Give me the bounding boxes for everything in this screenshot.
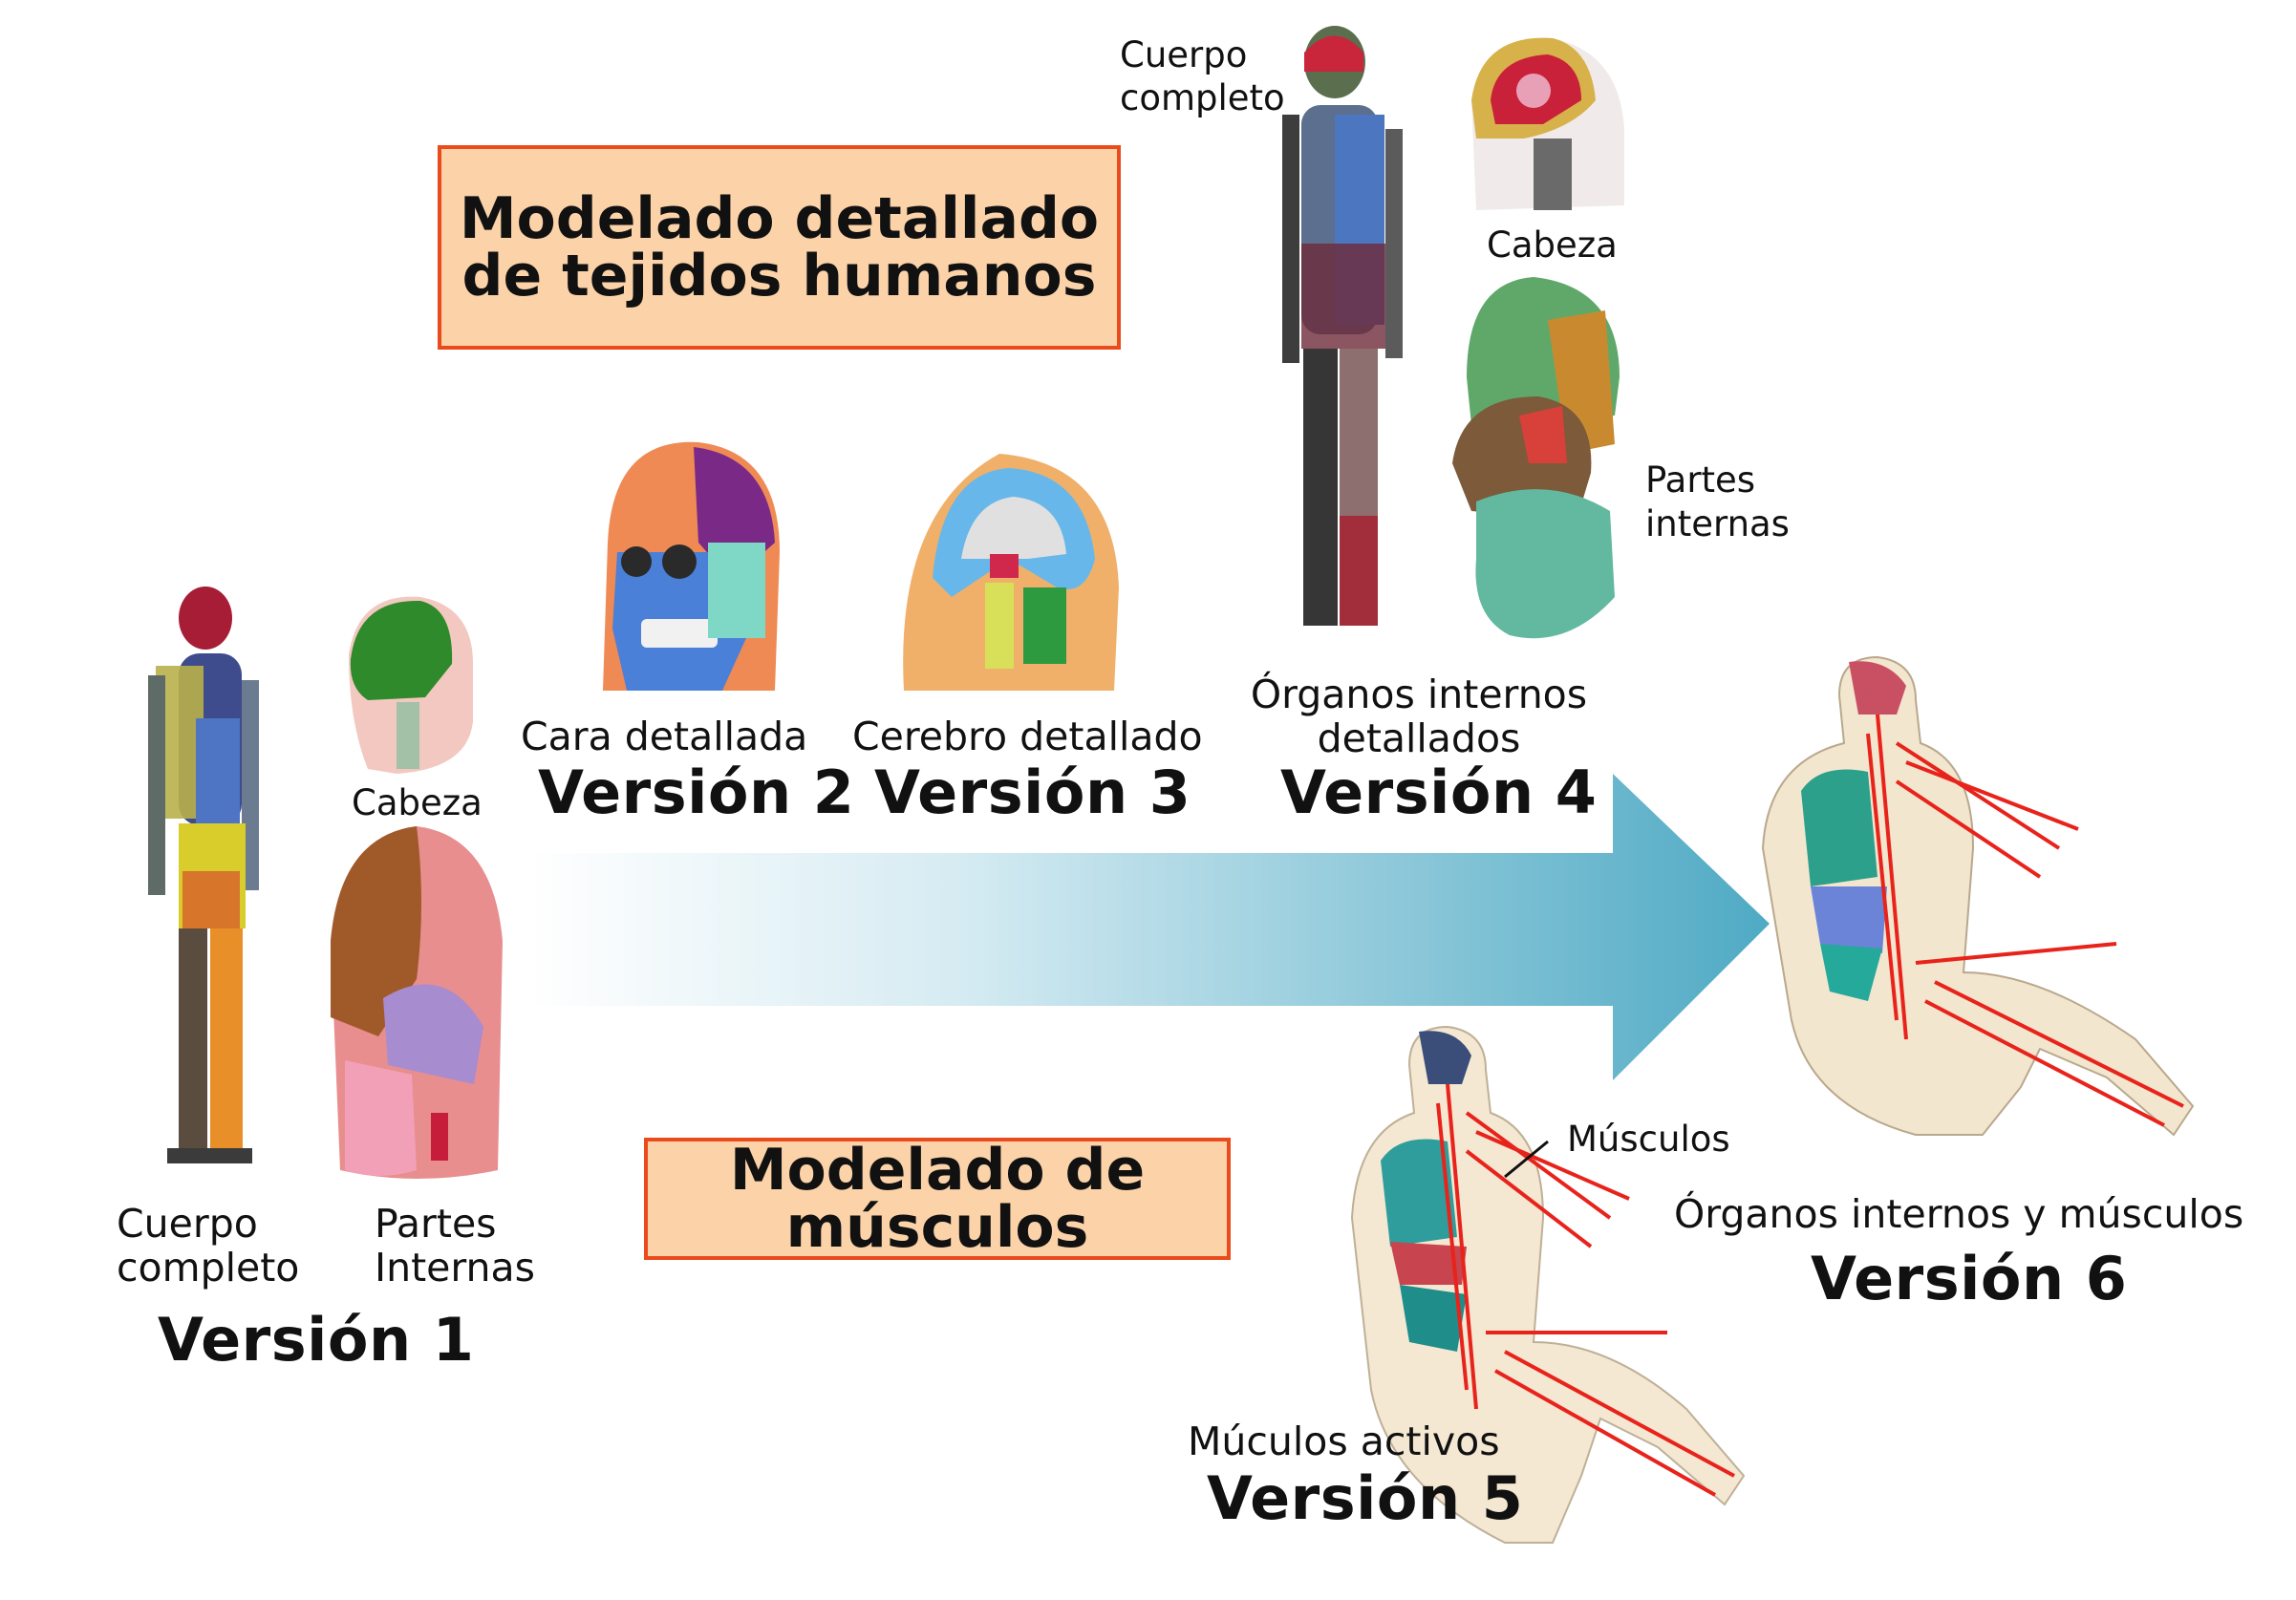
muscle-box-line-1: Modelado de: [729, 1137, 1146, 1204]
v3-version-label: Versión 3: [874, 757, 1191, 827]
v4-internal-label-2: internas: [1645, 503, 1790, 544]
head-mesh-icon: [1471, 37, 1624, 211]
v1-head-label: Cabeza: [352, 782, 483, 823]
v4-body-label-1: Cuerpo: [1120, 34, 1248, 75]
v4-caption-2: detallados: [1317, 715, 1521, 761]
seated-muscle-model-icon: [1350, 1025, 1746, 1544]
v5-muscle-label: Músculos: [1567, 1119, 1730, 1160]
muscle-modeling-box: Modelado de músculos: [644, 1138, 1231, 1260]
v4-caption-1: Órganos internos: [1250, 672, 1588, 717]
v1-body-label-1: Cuerpo: [117, 1201, 258, 1247]
tissue-box-line-1: Modelado detallado: [459, 185, 1100, 252]
head-mesh-icon: [349, 596, 473, 774]
v1-body-label-2: completo: [117, 1245, 300, 1291]
v3-caption: Cerebro detallado: [852, 714, 1203, 759]
v2-version-label: Versión 2: [538, 757, 855, 827]
v4-body-label-2: completo: [1120, 77, 1285, 118]
full-body-mesh-icon: [148, 587, 259, 1163]
v4-internal-label-1: Partes: [1645, 459, 1756, 501]
v2-caption: Cara detallada: [521, 714, 808, 759]
v1-internal-label-2: Internas: [375, 1245, 535, 1291]
v1-internal-label-1: Partes: [375, 1201, 497, 1247]
seated-muscle-model-icon: [1761, 655, 2195, 1137]
v5-version-label: Versión 5: [1207, 1463, 1524, 1533]
tissue-modeling-box: Modelado detallado de tejidos humanos: [438, 145, 1121, 350]
muscle-box-line-2: músculos: [785, 1194, 1089, 1261]
v6-caption: Órganos internos y músculos: [1674, 1191, 2244, 1237]
internal-organs-mesh-icon: [331, 826, 503, 1179]
v1-version-label: Versión 1: [158, 1305, 475, 1375]
v5-caption: Múculos activos: [1188, 1419, 1500, 1464]
full-body-mesh-icon: [1282, 26, 1403, 626]
face-mesh-icon: [603, 441, 780, 691]
internal-organs-mesh-icon: [1452, 277, 1620, 639]
v6-version-label: Versión 6: [1811, 1244, 2128, 1313]
v4-head-label: Cabeza: [1487, 224, 1618, 266]
tissue-box-line-2: de tejidos humanos: [461, 243, 1097, 309]
brain-mesh-icon: [903, 454, 1119, 691]
v4-version-label: Versión 4: [1280, 757, 1598, 827]
